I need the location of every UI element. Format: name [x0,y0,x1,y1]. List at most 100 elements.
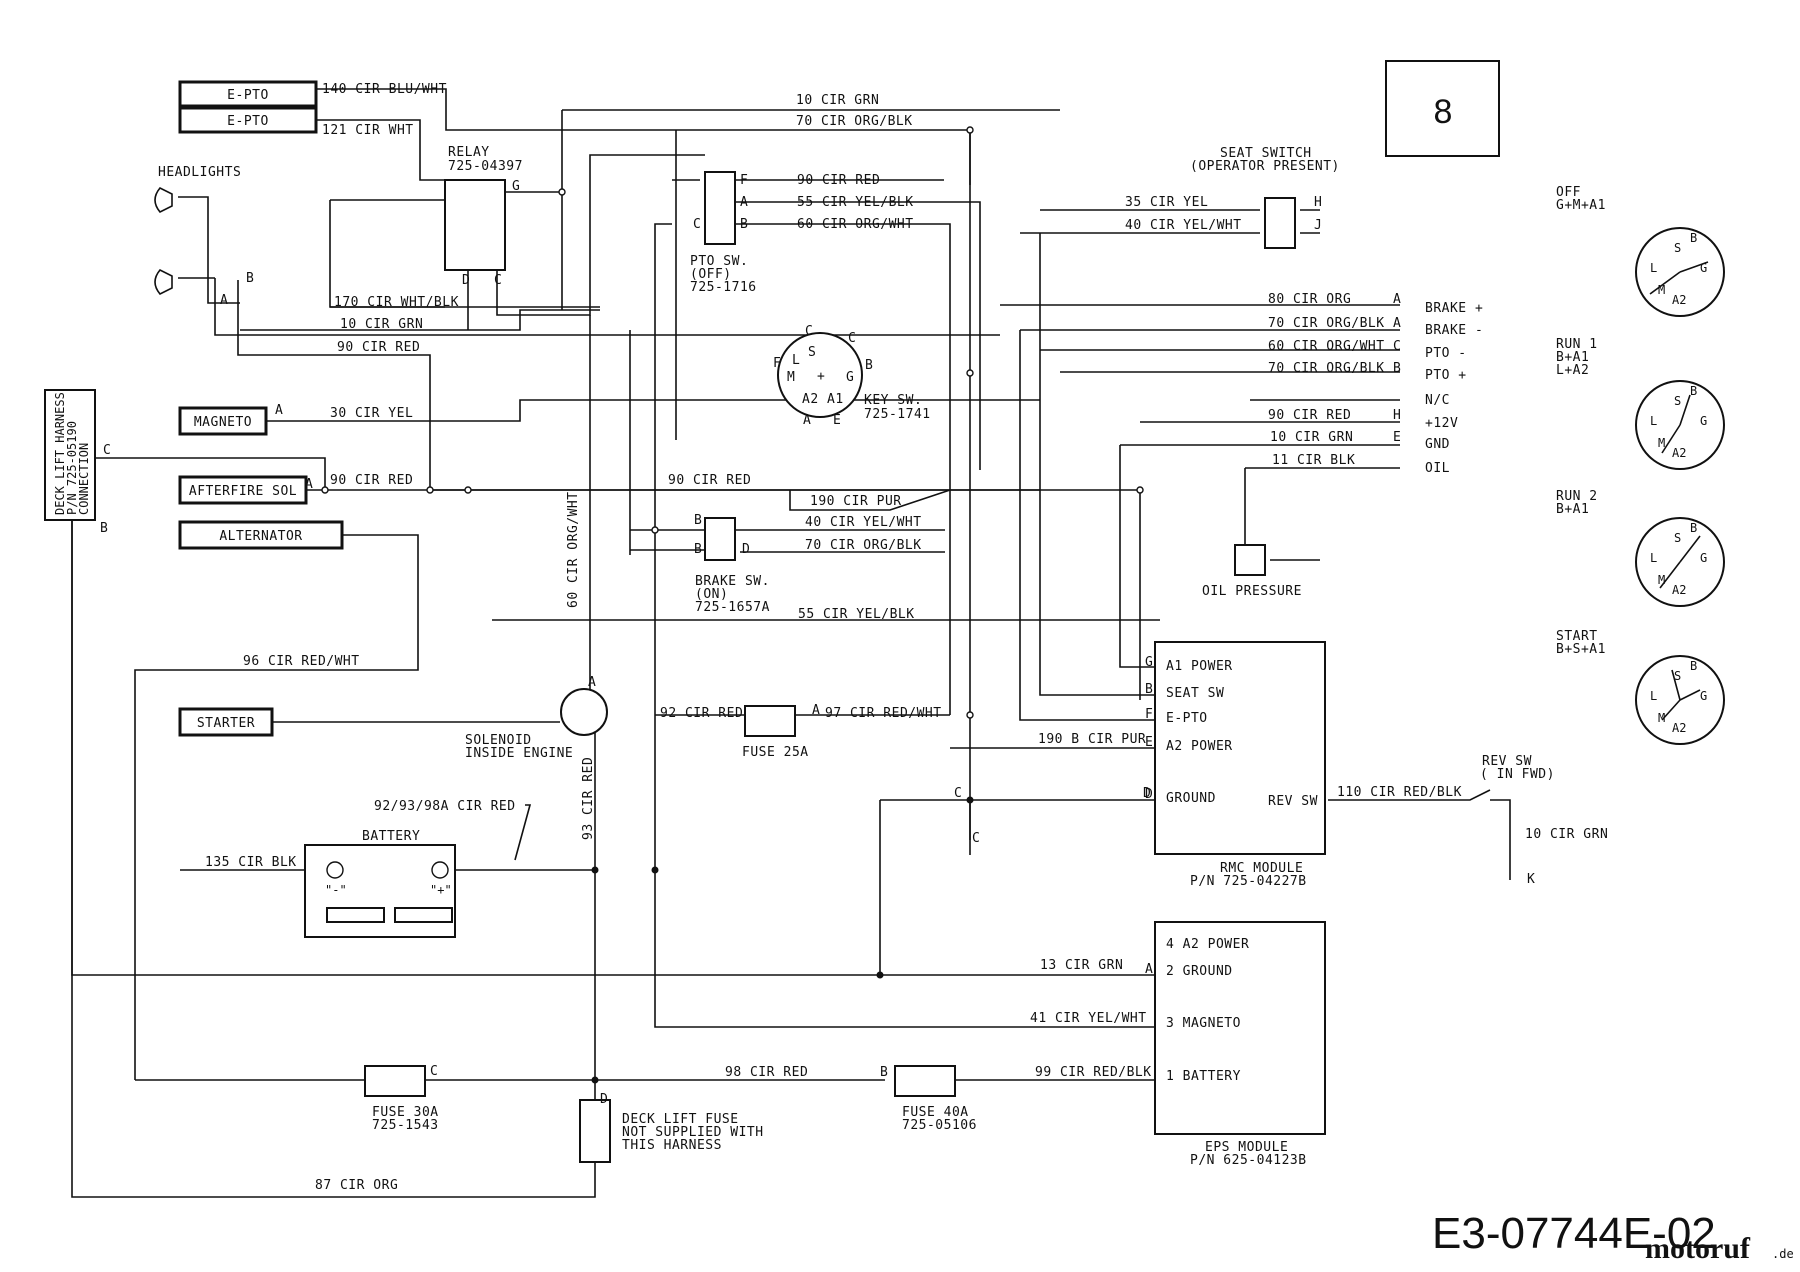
deck-lift-harness-box [44,389,96,521]
page-number-box [1385,60,1500,157]
eps-pin-label: 1 BATTERY [1166,1069,1241,1084]
solenoid-pin-a: A [588,675,596,690]
fuse-30a-part: 725-1543 [372,1118,439,1133]
fuse25-pin-a: A [812,703,820,718]
harness-pin-b: B [100,521,108,536]
wire-label: 70 CIR ORG/BLK [1268,361,1385,376]
dial-letter-s: S [1674,669,1681,683]
wire-label: 97 CIR RED/WHT [825,706,942,721]
key-position-detail: B+A1 [1556,502,1589,517]
dial-letter-g: G [1700,689,1707,703]
wire-label-vertical: 93 CIR RED [581,757,596,840]
dial-letter-g: G [1700,551,1707,565]
key-position-detail: G+M+A1 [1556,198,1606,213]
eps-pin-label: 2 GROUND [1166,964,1233,979]
dial-letter-b: B [1690,231,1697,245]
pto-pin-b: B [740,217,748,232]
deck-lift-fuse-note1: NOT SUPPLIED WITH [622,1125,764,1140]
dial-letter-m: M [1658,573,1665,587]
dial-letter-m: M [1658,436,1665,450]
pto-switch-label: PTO SW. [690,254,748,269]
wire-label-vertical: 60 CIR ORG/WHT [566,491,581,608]
dial-letter-s: S [1674,241,1681,255]
pto-switch-part: 725-1716 [690,280,757,295]
rmc-pin-letter: F [1145,707,1153,722]
key-terminal-plus: + [817,369,825,384]
epto-bottom-box [178,106,318,134]
battery-cell-1 [326,907,385,923]
key-terminal-a: A [803,413,811,428]
headlights-label: HEADLIGHTS [158,165,241,180]
magneto-pin-a: A [275,403,283,418]
alternator-box [178,520,344,550]
rmc-pin-letter: G [1145,655,1153,670]
wire-label: 10 CIR GRN [340,317,423,332]
dial-letter-a2: A2 [1672,583,1686,597]
seat-switch-box [1264,197,1296,249]
diagram-id: E3-07744E-02 [1432,1209,1716,1258]
rmc-pin-d: D [1143,786,1151,801]
wire-label: 90 CIR RED [668,473,751,488]
pto-switch-state: (OFF) [690,267,732,282]
rmc-pin-letter: D [1145,787,1153,802]
key-position-name: START [1556,629,1598,644]
relay-box [444,179,506,271]
key-position-name: RUN 1 [1556,337,1598,352]
battery-pos-label: "+" [430,883,452,897]
seat-switch-label: SEAT SWITCH [1220,146,1312,161]
solenoid [560,688,608,736]
connector-pin-letter: H [1393,408,1401,423]
connector-label: OIL [1425,461,1450,476]
deck-lift-fuse-label: DECK LIFT FUSE [622,1112,739,1127]
key-switch [777,332,863,418]
key-switch-part: 725-1741 [864,407,931,422]
eps-module-label: EPS MODULE [1205,1140,1288,1155]
wire-label: 41 CIR YEL/WHT [1030,1011,1147,1026]
key-switch-label: KEY SW. [864,393,922,408]
deck-lift-fuse-note2: THIS HARNESS [622,1138,722,1153]
wire-label: 90 CIR RED [1268,408,1351,423]
relay-pin-g: G [512,179,520,194]
wire-label: 10 CIR GRN [1525,827,1608,842]
connector-label: PTO + [1425,368,1467,383]
afterfire-label: AFTERFIRE SOL [189,484,297,499]
connector-label: GND [1425,437,1450,452]
dial-hand [1679,689,1701,701]
epto-top-box [178,80,318,108]
rev-switch-label: REV SW [1482,754,1532,769]
headlight-pin-a: A [220,293,228,308]
dial-letter-b: B [1690,384,1697,398]
dial-letter-g: G [1700,414,1707,428]
relay-label: RELAY [448,145,490,160]
solenoid-sub: INSIDE ENGINE [465,746,573,761]
brake-pin-b2: B [694,542,702,557]
fuse30-pin-c: C [430,1064,438,1079]
rmc-module-part: P/N 725-04227B [1190,874,1307,889]
wire-label: 170 CIR WHT/BLK [334,295,459,310]
deck-lift-harness-connection: CONNECTION [77,443,91,515]
epto-bottom-label: E-PTO [227,114,269,129]
rmc-pin-letter: B [1145,682,1153,697]
relay-part: 725-04397 [448,159,523,174]
wire-label: 30 CIR YEL [330,406,413,421]
junction-dots [321,126,1144,1084]
key-terminal-m: M [787,370,795,385]
wire-label: 90 CIR RED [797,173,880,188]
headlights-symbol [154,187,173,295]
wire-label: 110 CIR RED/BLK [1337,785,1462,800]
connector-label: +12V [1425,416,1458,431]
battery-neg-label: "-" [325,883,347,897]
wire-label: 92 CIR RED [660,706,743,721]
rmc-rev-sw-label: REV SW [1268,794,1318,809]
wire-label: 35 CIR YEL [1125,195,1208,210]
wire-label: 13 CIR GRN [1040,958,1123,973]
wire-label: 60 CIR ORG/WHT [1268,339,1385,354]
rmc-pin-label: A2 POWER [1166,739,1233,754]
dial-letter-s: S [1674,531,1681,545]
key-position-detail: B+A1 [1556,350,1589,365]
battery-label: BATTERY [362,829,420,844]
key-position-name: RUN 2 [1556,489,1598,504]
